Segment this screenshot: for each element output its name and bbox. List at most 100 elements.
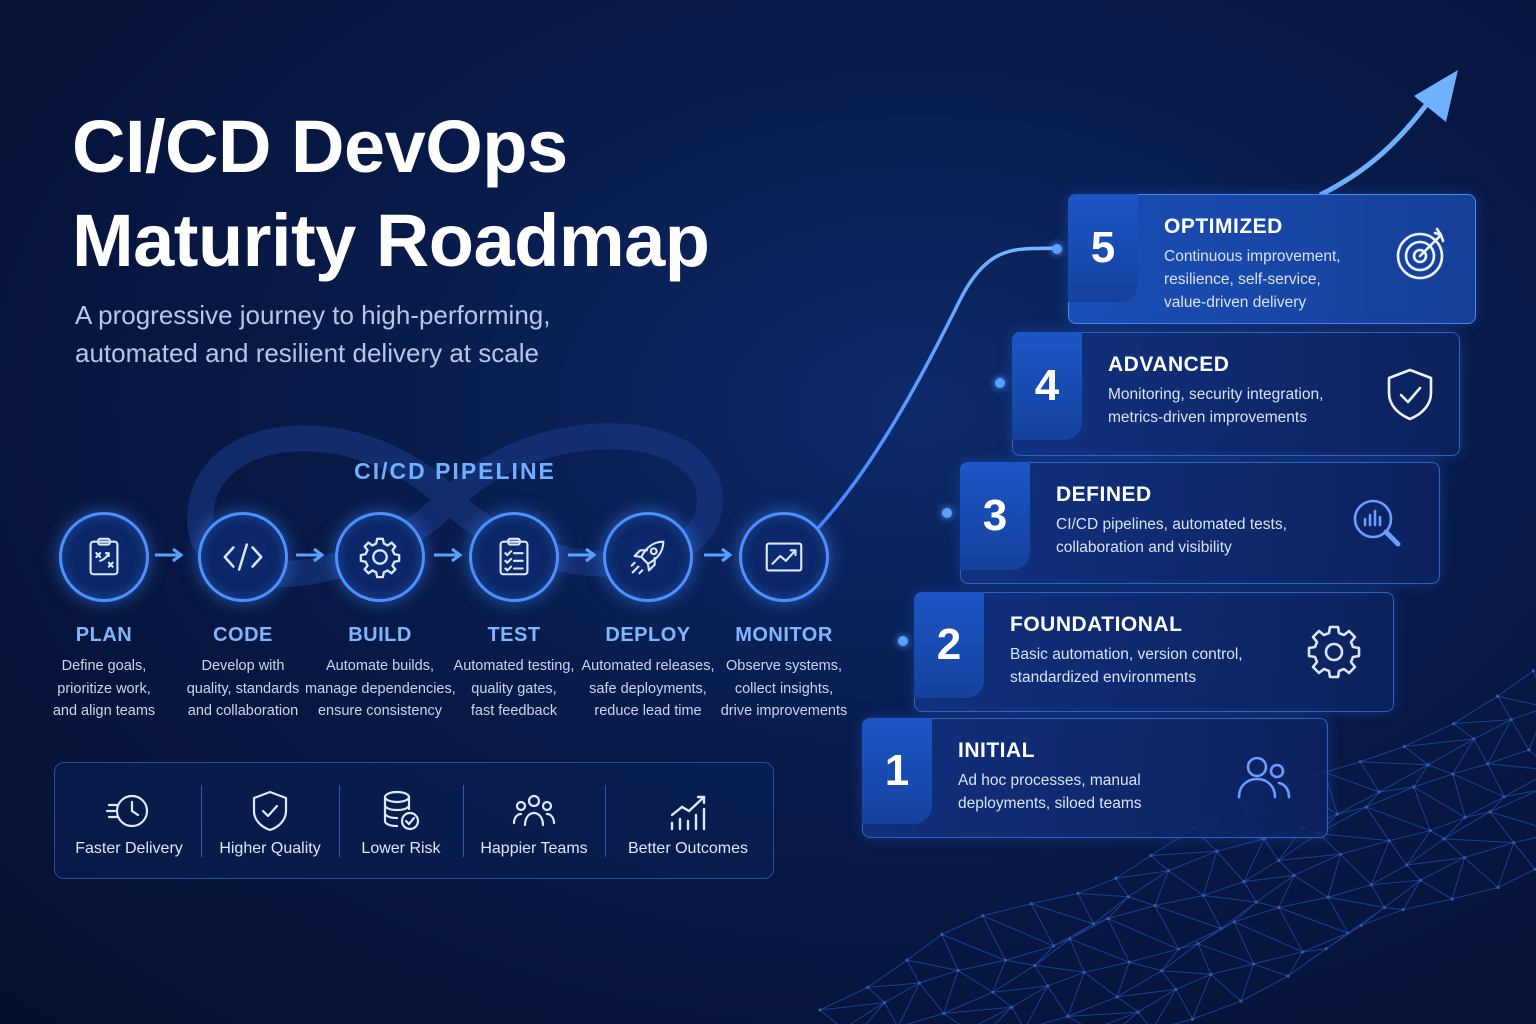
mesh-line bbox=[994, 1006, 1013, 1024]
benefit-lower-risk: Lower Risk bbox=[339, 763, 463, 878]
mesh-line bbox=[1327, 884, 1372, 898]
mesh-line bbox=[1077, 877, 1117, 894]
mesh-line bbox=[1464, 857, 1499, 888]
mesh-line bbox=[1107, 918, 1130, 963]
mesh-line bbox=[1197, 943, 1254, 965]
mesh-line bbox=[992, 991, 1012, 1008]
mesh-line bbox=[1327, 854, 1341, 898]
mesh-line bbox=[957, 970, 994, 993]
mesh-line bbox=[1031, 903, 1094, 925]
mesh-line bbox=[1256, 901, 1279, 908]
mesh-line bbox=[1067, 1015, 1083, 1024]
stage-build-circle bbox=[335, 512, 425, 602]
stage-monitor: MONITOR Observe systems, collect insight… bbox=[709, 512, 859, 723]
mesh-line bbox=[1278, 907, 1349, 934]
level-5-title: OPTIMIZED bbox=[1164, 215, 1283, 238]
stage-deploy-desc: Automated releases, safe deployments, re… bbox=[573, 655, 723, 723]
stage-plan-label: PLAN bbox=[75, 624, 133, 646]
mesh-line bbox=[958, 959, 1006, 971]
mesh-line bbox=[1365, 806, 1390, 841]
title-line-1: CI/CD DevOps bbox=[72, 105, 568, 188]
mesh-node bbox=[1068, 937, 1072, 941]
mesh-line bbox=[1129, 948, 1179, 963]
mesh-line bbox=[1011, 1006, 1023, 1024]
mesh-node bbox=[1324, 947, 1328, 951]
level-4-number: 4 bbox=[1012, 332, 1082, 440]
mesh-line bbox=[1451, 857, 1465, 900]
mesh-line bbox=[1105, 1011, 1139, 1024]
mesh-line bbox=[1178, 943, 1199, 950]
level-desc-line: Continuous improvement, bbox=[1164, 248, 1341, 265]
mesh-line bbox=[1327, 897, 1349, 934]
mesh-line bbox=[1287, 951, 1304, 977]
level-desc-line: Monitoring, security integration, bbox=[1108, 386, 1324, 403]
level-2-desc: Basic automation, version control, stand… bbox=[1010, 643, 1243, 689]
mesh-line bbox=[1175, 973, 1212, 990]
mesh-line bbox=[1528, 731, 1536, 751]
mesh-line bbox=[1077, 892, 1129, 898]
mesh-node bbox=[1201, 893, 1206, 898]
connector-dot bbox=[942, 508, 952, 518]
mesh-line bbox=[1116, 996, 1139, 1013]
level-desc-line: Ad hoc processes, manual bbox=[958, 772, 1141, 789]
mesh-line bbox=[1107, 905, 1156, 920]
mesh-line bbox=[884, 982, 920, 1004]
mesh-line bbox=[1192, 1000, 1242, 1020]
mesh-line bbox=[1497, 868, 1536, 888]
mesh-line bbox=[943, 1006, 1012, 1014]
mesh-line bbox=[1168, 850, 1217, 872]
mesh-node bbox=[1286, 974, 1290, 978]
mesh-line bbox=[1406, 830, 1431, 866]
mesh-line bbox=[1443, 811, 1491, 840]
mesh-line bbox=[1107, 918, 1179, 950]
mesh-line bbox=[1026, 985, 1048, 1024]
mesh-line bbox=[982, 903, 1032, 917]
gear-icon bbox=[1307, 625, 1361, 679]
mesh-line bbox=[1077, 893, 1094, 925]
arrow-right-icon bbox=[155, 547, 184, 563]
mesh-line bbox=[1069, 918, 1109, 940]
mesh-line bbox=[1210, 973, 1242, 1002]
mesh-node bbox=[1292, 873, 1296, 877]
mesh-line bbox=[1513, 842, 1536, 870]
connector-dot bbox=[995, 378, 1005, 388]
mesh-node bbox=[1277, 905, 1281, 910]
title-line-2: Maturity Roadmap bbox=[72, 199, 710, 282]
mesh-line bbox=[1243, 838, 1265, 882]
mesh-node bbox=[1451, 772, 1455, 776]
mesh-line bbox=[1137, 1011, 1149, 1024]
mesh-line bbox=[906, 934, 943, 961]
mesh-line bbox=[1443, 838, 1465, 859]
level-1-title: INITIAL bbox=[958, 739, 1035, 762]
mesh-node bbox=[1153, 903, 1157, 908]
mesh-node bbox=[1486, 762, 1490, 766]
stage-desc-line: collect insights, bbox=[734, 680, 834, 697]
mesh-line bbox=[1528, 749, 1536, 757]
mesh-line bbox=[1452, 738, 1475, 775]
stage-plan-desc: Define goals, prioritize work, and align… bbox=[29, 655, 179, 723]
mesh-node bbox=[1338, 852, 1343, 856]
mesh-line bbox=[1366, 786, 1415, 808]
mesh-node bbox=[1488, 810, 1492, 814]
mesh-line bbox=[1404, 746, 1429, 766]
mesh-node bbox=[1495, 694, 1500, 698]
stage-desc-line: Automate builds, bbox=[325, 658, 434, 674]
mesh-node bbox=[1127, 960, 1131, 964]
mesh-line bbox=[1379, 786, 1414, 793]
mesh-line bbox=[1161, 970, 1212, 975]
mesh-line bbox=[1497, 695, 1536, 706]
pipeline-title: CI/CD PIPELINE bbox=[354, 458, 556, 484]
mesh-line bbox=[1403, 898, 1453, 911]
benefits-bar: Faster Delivery Higher Quality Lower Ris… bbox=[54, 762, 774, 879]
mesh-node bbox=[1412, 785, 1416, 789]
level-3-desc: CI/CD pipelines, automated tests, collab… bbox=[1056, 513, 1287, 559]
mesh-line bbox=[1178, 928, 1222, 950]
mesh-line bbox=[1197, 943, 1212, 975]
mesh-line bbox=[1413, 764, 1429, 788]
target-icon bbox=[1396, 227, 1445, 280]
mesh-line bbox=[1069, 938, 1130, 963]
mesh-line bbox=[1318, 832, 1390, 842]
mesh-line bbox=[1243, 859, 1279, 883]
mesh-line bbox=[1473, 719, 1512, 740]
mesh-node bbox=[1502, 795, 1506, 799]
